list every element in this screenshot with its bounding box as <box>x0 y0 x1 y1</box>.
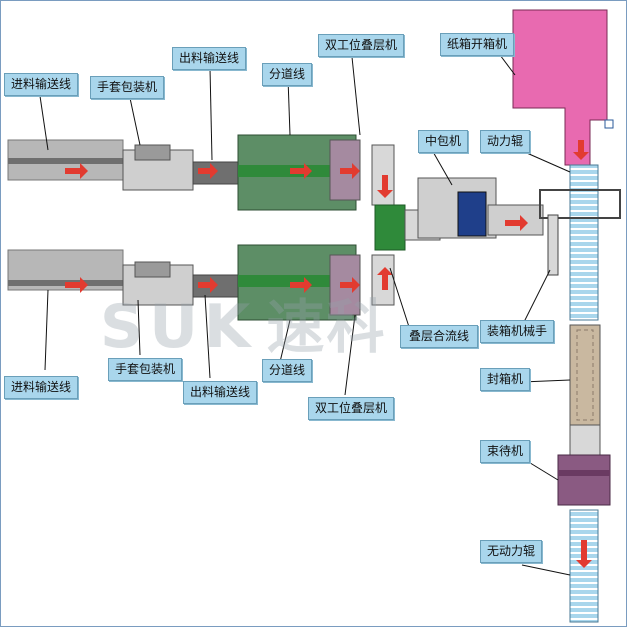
label-divider-top: 分道线 <box>262 63 313 86</box>
flow-arrow <box>340 163 360 179</box>
flow-arrow <box>198 277 218 293</box>
merge-conveyor <box>374 204 406 251</box>
label-mid-packer: 中包机 <box>418 130 469 153</box>
flow-arrow <box>505 215 528 231</box>
label-case-packer-robot: 装箱机械手 <box>480 320 555 343</box>
label-divider-bottom: 分道线 <box>262 359 313 382</box>
case-sealer <box>569 324 601 426</box>
right-section <box>512 9 621 623</box>
robot-arm <box>547 214 559 276</box>
flow-arrow-down <box>573 140 589 160</box>
label-stacker-top: 双工位叠层机 <box>318 34 405 57</box>
flow-arrow <box>65 163 88 179</box>
label-glove-pack-top: 手套包装机 <box>90 76 165 99</box>
label-infeed-bottom: 进料输送线 <box>4 376 79 399</box>
flow-arrow-down <box>377 175 393 198</box>
flow-arrow <box>290 277 312 293</box>
label-strapping-machine: 束待机 <box>480 440 531 463</box>
leader-lines <box>39 54 571 576</box>
flow-arrow <box>65 277 88 293</box>
label-outfeed-top: 出料输送线 <box>172 47 247 70</box>
case-sealer-rollers <box>576 329 594 421</box>
top-line <box>7 134 395 211</box>
flow-arrow <box>340 277 360 293</box>
strapping-band <box>558 470 610 476</box>
label-glove-pack-bottom: 手套包装机 <box>108 358 183 381</box>
watermark-cn: 速科 <box>266 293 387 361</box>
sealer-outfeed <box>569 424 601 456</box>
mid-packer-panel <box>457 191 487 237</box>
powered-roller-conveyor <box>569 164 599 321</box>
case-packer-robot <box>539 189 621 219</box>
label-infeed-top: 进料输送线 <box>4 73 79 96</box>
strapping-machine <box>557 454 611 506</box>
label-outfeed-bottom: 出料输送线 <box>183 381 258 404</box>
erector-marker <box>604 119 614 129</box>
glove-pack-head-bottom <box>134 261 171 278</box>
flow-arrow <box>198 163 218 179</box>
merge-section <box>374 177 544 251</box>
watermark-latin: SUK <box>100 292 257 362</box>
label-case-sealer: 封箱机 <box>480 368 531 391</box>
label-powered-roller: 动力辊 <box>480 130 531 153</box>
label-carton-erector: 纸箱开箱机 <box>440 33 515 56</box>
label-unpowered-roller: 无动力辊 <box>480 540 543 563</box>
flow-arrow-up <box>377 267 393 290</box>
label-stacker-bottom: 双工位叠层机 <box>308 397 395 420</box>
divider-belt-bottom <box>238 275 356 287</box>
flow-arrow-down <box>576 540 592 568</box>
label-merge-line: 叠层合流线 <box>400 325 478 348</box>
infeed-belt-top <box>8 158 123 164</box>
bottom-line <box>7 244 395 321</box>
flow-arrow <box>290 163 312 179</box>
glove-pack-head-top <box>134 144 171 161</box>
